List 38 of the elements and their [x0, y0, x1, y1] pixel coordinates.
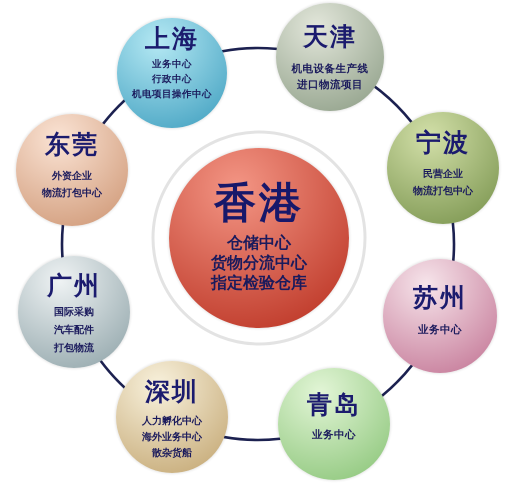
- city-name: 天津: [303, 22, 357, 50]
- service-text: 人力孵化中心: [142, 414, 202, 428]
- hub-circle: [169, 148, 349, 328]
- service-text: 民营企业: [423, 168, 463, 182]
- service-text: 行政中心: [152, 72, 192, 87]
- connector-line: [60, 224, 64, 258]
- service-text: 汽车配件: [54, 323, 94, 338]
- city-name: 苏州: [413, 282, 467, 312]
- connector-line: [380, 364, 414, 397]
- connector-line: [452, 222, 456, 262]
- service-text: 打包物流: [54, 341, 94, 356]
- connector-line: [100, 360, 126, 389]
- city-name: 上海: [145, 24, 199, 53]
- service-text: 散杂货船: [152, 446, 192, 460]
- service-text: 仓储中心: [227, 233, 291, 253]
- service-text: 外资企业: [52, 170, 92, 184]
- service-text: 机电项目操作中心: [132, 88, 212, 102]
- connector-line: [222, 436, 282, 442]
- service-text: 物流打包中心: [413, 184, 473, 199]
- city-name: 东莞: [45, 130, 99, 159]
- city-name: 广州: [47, 270, 101, 300]
- connector-line: [102, 99, 126, 125]
- city-name: 宁波: [416, 128, 470, 157]
- service-text: 业务中心: [418, 322, 462, 338]
- connector-line: [221, 46, 278, 53]
- hub-name: 香港: [214, 179, 304, 227]
- service-text: 进口物流项目: [297, 78, 363, 92]
- service-text: 业务中心: [312, 428, 356, 442]
- city-name: 深圳: [145, 376, 199, 406]
- service-text: 指定检验仓库: [211, 273, 307, 293]
- service-text: 机电设备生产线: [292, 62, 368, 76]
- service-text: 货物分流中心: [211, 253, 307, 273]
- service-text: 海外业务中心: [142, 430, 202, 444]
- service-text: 国际采购: [54, 306, 94, 320]
- city-name: 青岛: [307, 390, 361, 418]
- service-text: 业务中心: [152, 58, 192, 72]
- connector-line: [374, 85, 413, 124]
- service-text: 物流打包中心: [42, 186, 102, 201]
